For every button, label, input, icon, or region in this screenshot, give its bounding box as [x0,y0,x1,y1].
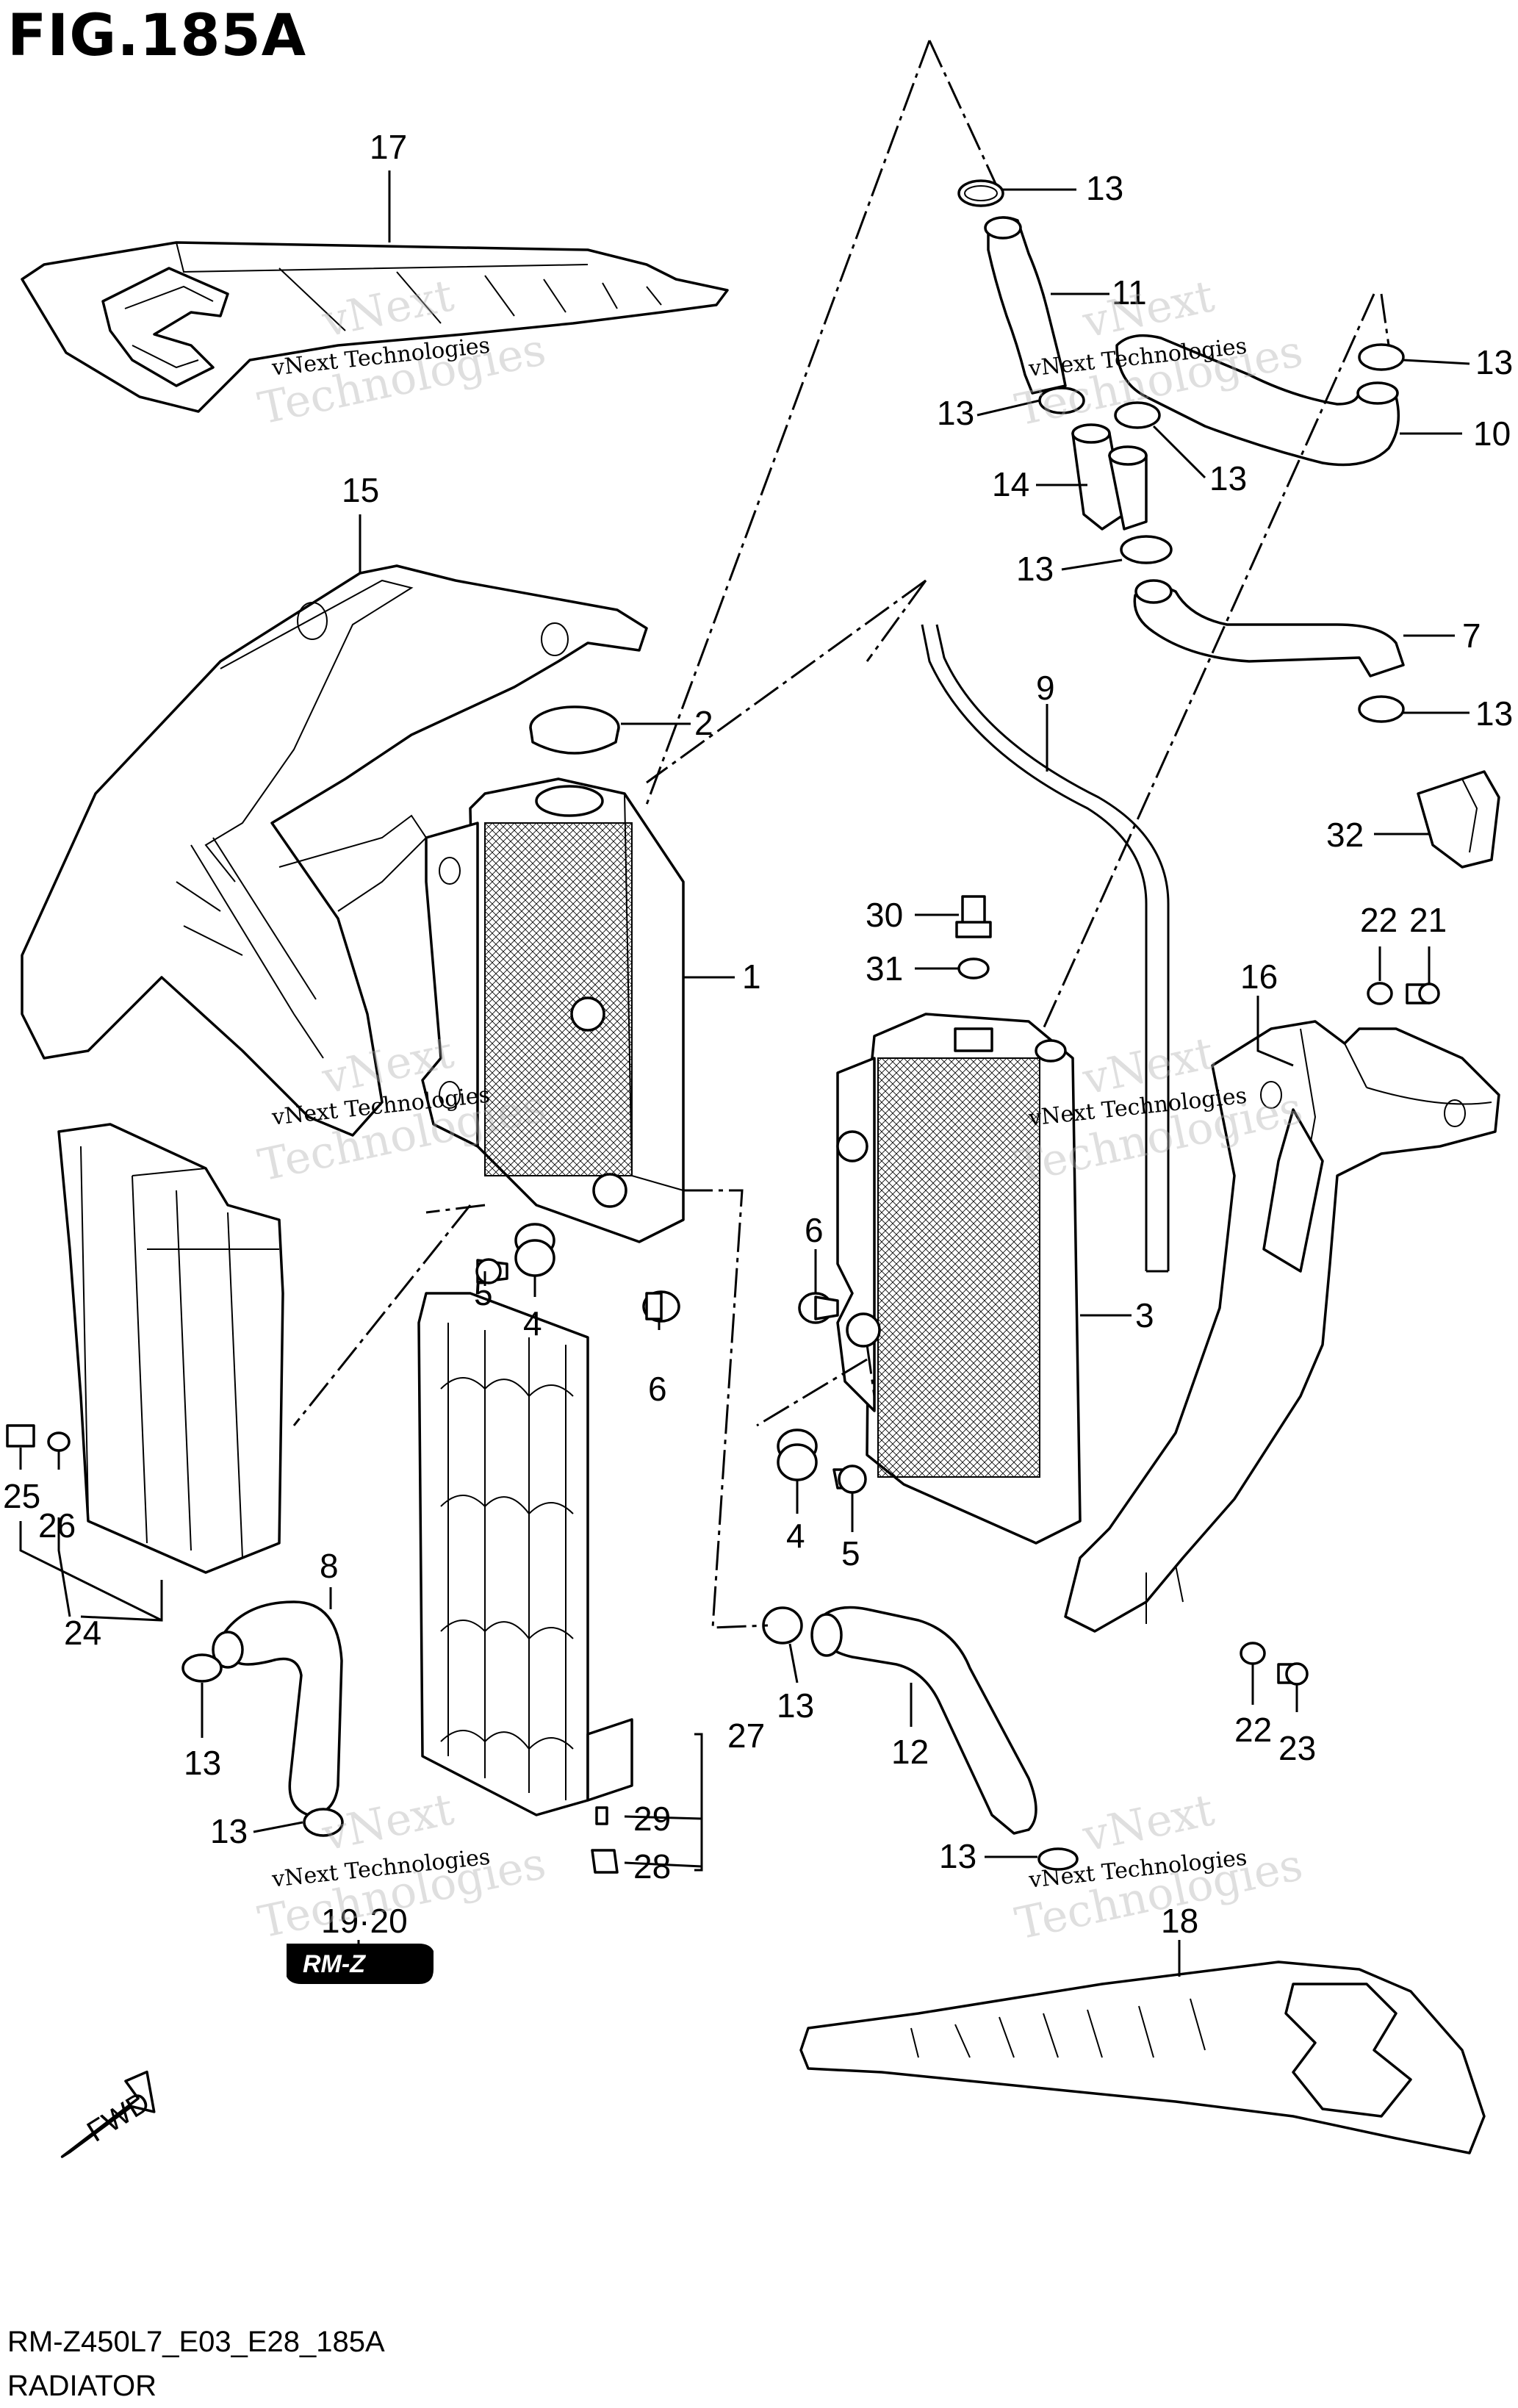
part-4-grommet-left [514,1223,555,1277]
callout-30: 30 [866,896,903,934]
part-22-washer-upper [1367,982,1393,1005]
part-13-clamp-10 [1358,343,1405,371]
part-18-right-shroud [799,1960,1486,2154]
part-23-bolt [1277,1662,1309,1686]
part-28-fastener [591,1849,619,1874]
part-13-clamp-11a [957,179,1004,207]
callout-22-a: 22 [1360,901,1398,939]
callout-6-b: 6 [648,1370,667,1408]
badge-text: RM-Z [303,1950,366,1978]
callout-13-d: 13 [1016,550,1054,588]
part-4-grommet-right [777,1428,818,1481]
callout-23: 23 [1278,1729,1316,1767]
callout-7: 7 [1462,617,1481,655]
part-31-washer [957,957,990,980]
callout-17: 17 [370,128,407,166]
callout-13-c: 13 [1209,459,1247,497]
part-11-upper-hose [984,216,1067,395]
part-13-clamp-14a [1114,401,1161,429]
callout-2: 2 [694,704,713,742]
part-13-clamp-7 [1358,695,1405,723]
part-5-bolt-left [475,1258,508,1284]
part-27-radiator-guard [417,1292,633,1816]
callout-10: 10 [1473,414,1511,453]
part-1-left-radiator [421,777,685,1243]
part-5-bolt-right [832,1464,867,1494]
part-30-bolt [955,895,992,938]
callout-13-e: 13 [1475,343,1513,381]
part-19-20-badge: RM-Z [287,1944,434,1984]
callout-32: 32 [1326,816,1364,854]
part-25-nut [6,1424,35,1448]
callout-13-h: 13 [777,1686,814,1725]
part-6-bolt-left [642,1290,680,1323]
callout-24: 24 [64,1614,101,1652]
callout-25: 25 [3,1477,40,1515]
part-32-bracket [1417,770,1500,869]
part-2-radiator-cap [529,705,620,755]
callout-19-20: 19·20 [321,1902,408,1940]
callout-29: 29 [633,1800,671,1838]
callout-5-a: 5 [474,1274,493,1312]
callout-13-i: 13 [210,1812,248,1850]
part-12-lower-right-hose [810,1606,1037,1835]
part-13-clamp-12a [762,1606,803,1645]
part-24-left-side-panel [57,1123,284,1574]
part-21-bolt [1406,982,1440,1004]
callout-15: 15 [342,471,379,509]
callout-labels: 17 15 2 1 13 11 13 13 10 14 13 13 7 13 9… [3,128,1513,1940]
part-13-clamp-14b [1120,535,1173,564]
callout-31: 31 [866,949,903,988]
callout-22-b: 22 [1234,1711,1272,1749]
callout-26: 26 [38,1506,76,1545]
part-8-lower-left-hose [212,1600,343,1816]
figure-title: FIG.185A [7,3,307,69]
figure-code: RM-Z450L7_E03_E28_185A [7,2326,385,2358]
callout-3: 3 [1135,1296,1154,1334]
callout-28: 28 [633,1847,671,1886]
callout-13-j: 13 [939,1837,976,1875]
part-3-right-radiator [836,1013,1082,1545]
callout-16: 16 [1240,957,1278,996]
callout-4-b: 4 [786,1517,805,1555]
callout-13-g: 13 [184,1744,221,1782]
part-13-clamp-12b [1037,1847,1079,1871]
callout-6-a: 6 [805,1211,824,1249]
part-6-bolt-right [798,1292,839,1324]
part-13-clamp-8a [181,1653,223,1683]
callout-13-b: 13 [937,394,974,432]
callout-5-b: 5 [841,1534,860,1573]
callout-12: 12 [891,1733,929,1771]
callout-13-f: 13 [1475,694,1513,733]
callout-4-a: 4 [523,1304,542,1343]
leader-lines [19,40,1470,1977]
watermark-bottom-right: vNext Technologies vNext Technologies [1011,1784,1307,1950]
callout-18: 18 [1161,1902,1198,1940]
callout-1: 1 [742,957,761,996]
callout-9: 9 [1036,669,1055,707]
part-17-left-shroud [21,241,729,413]
fwd-arrow: FWD [60,2070,156,2158]
figure-name: RADIATOR [7,2370,157,2402]
callout-21: 21 [1409,901,1447,939]
part-14-hose-junction [1071,423,1148,531]
part-22-washer-lower [1240,1642,1266,1665]
part-10-upper-right-hose [1115,334,1400,467]
part-13-clamp-8b [303,1808,344,1837]
part-29-clip [595,1806,608,1825]
callout-14: 14 [992,465,1029,503]
part-15-left-radiator-shroud [21,564,648,1137]
callout-8: 8 [320,1547,339,1585]
part-7-middle-hose [1133,579,1405,678]
part-26-washer [47,1431,71,1452]
part-16-right-radiator-shroud [1064,1020,1500,1633]
part-9-breather-tube [921,624,1170,1273]
callout-27: 27 [727,1717,765,1755]
callout-11: 11 [1112,273,1147,312]
callout-13-a: 13 [1086,169,1123,207]
